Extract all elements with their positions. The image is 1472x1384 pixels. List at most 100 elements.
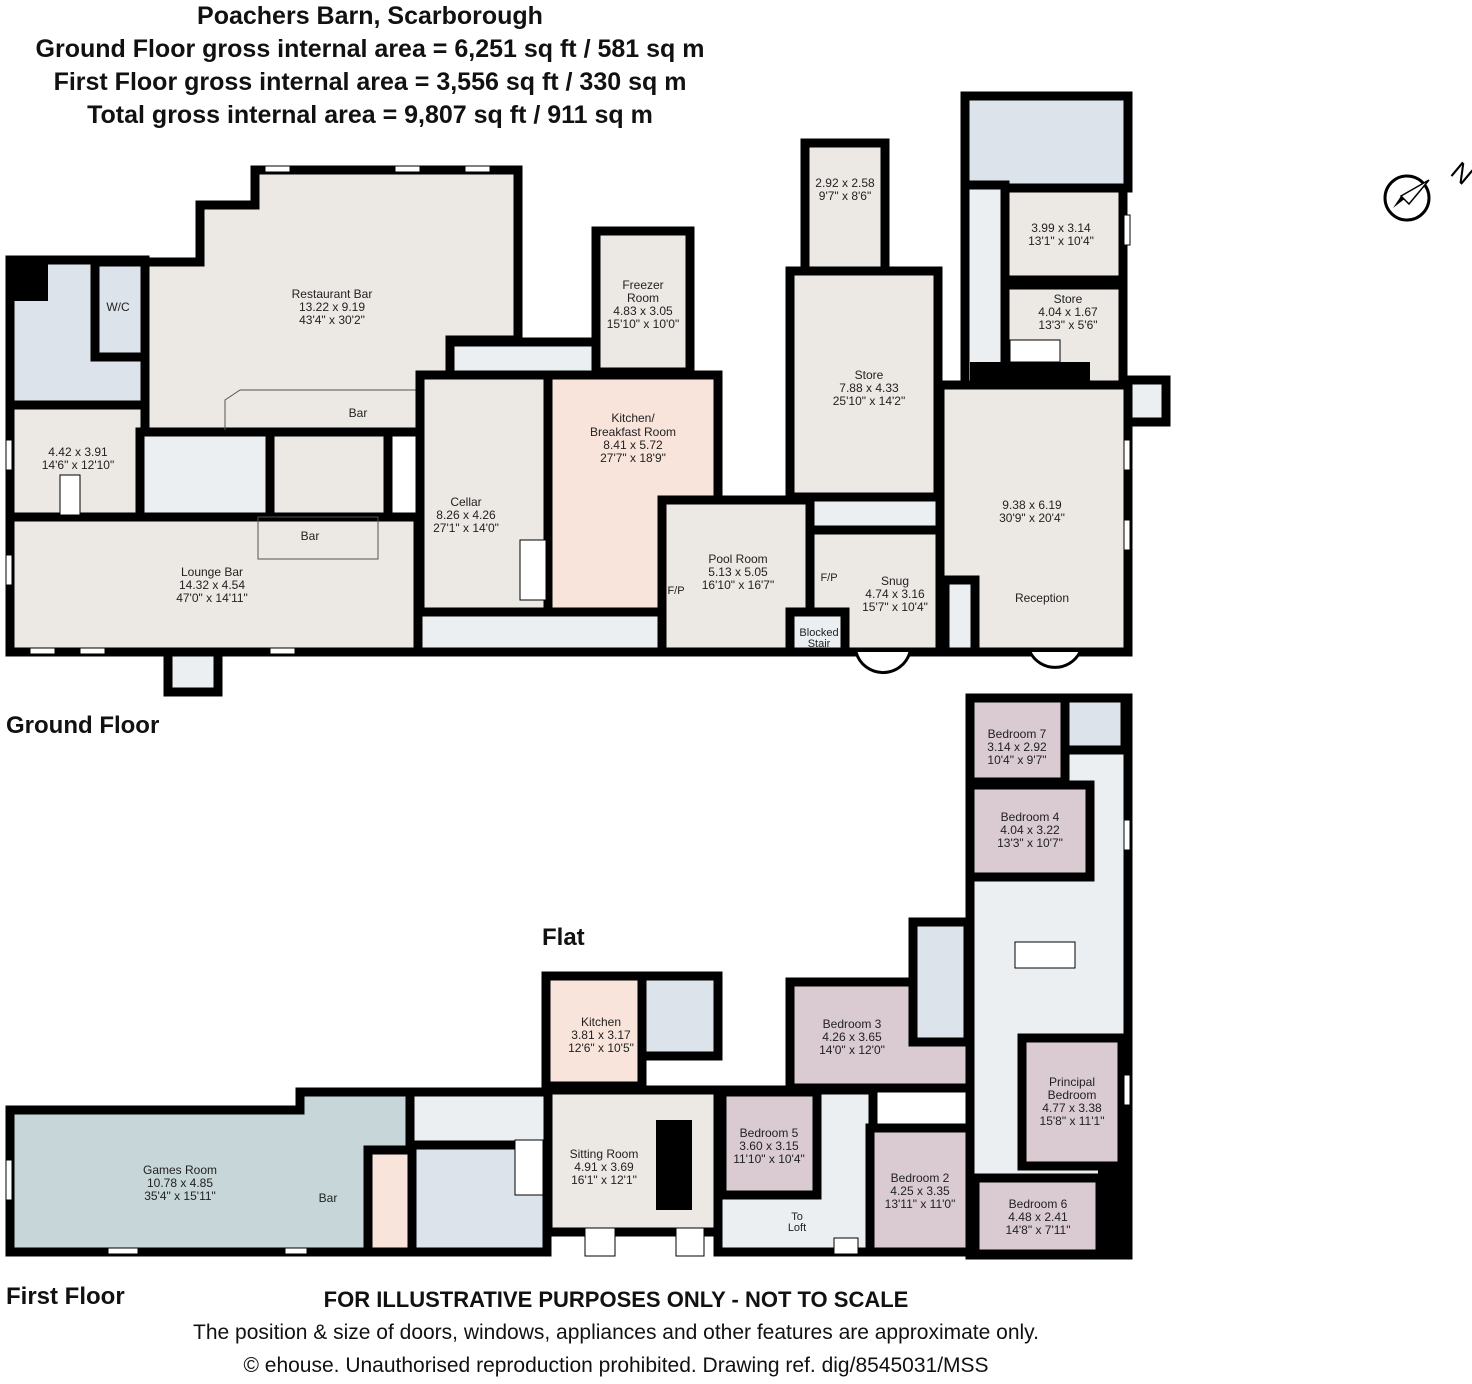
bedroom-2-metric: 4.25 x 3.35	[890, 1184, 950, 1198]
label-kitchen-2: Breakfast Room	[590, 425, 676, 439]
store-large-metric: 7.88 x 4.33	[839, 381, 899, 395]
sitting-imperial: 16'1" x 12'1"	[571, 1173, 637, 1187]
stairs	[1014, 941, 1076, 969]
label-snug: Snug	[881, 574, 909, 588]
label-kitchen: Kitchen/	[611, 411, 655, 425]
label-reception: Reception	[1015, 591, 1069, 605]
room-corridor-right	[960, 180, 1010, 390]
hall-left-imperial: 14'6" x 12'10"	[42, 458, 115, 472]
store-404-metric: 4.04 x 1.67	[1038, 305, 1098, 319]
windows	[5, 819, 1131, 1257]
room-399-metric: 3.99 x 3.14	[1031, 221, 1091, 235]
north-arrow-icon: N	[1383, 156, 1472, 222]
label-flat-kitchen: Kitchen	[581, 1015, 621, 1029]
chimney-breast	[656, 1120, 692, 1210]
label-bedroom-3: Bedroom 3	[823, 1017, 882, 1031]
label-principal-bedroom-2: Bedroom	[1048, 1088, 1097, 1102]
label-cellar: Cellar	[450, 495, 481, 509]
pool-imperial: 16'10" x 16'7"	[702, 578, 775, 592]
principal-imperial: 15'8" x 11'1"	[1040, 1114, 1105, 1128]
bedroom-6-metric: 4.48 x 2.41	[1008, 1210, 1068, 1224]
label-pool-room: Pool Room	[708, 552, 767, 566]
disclaimer: FOR ILLUSTRATIVE PURPOSES ONLY - NOT TO …	[323, 1287, 909, 1312]
bar-counter-upper	[224, 389, 420, 430]
lounge-bar-metric: 14.32 x 4.54	[179, 578, 245, 592]
label-freezer-room: Freezer	[622, 278, 663, 292]
room-flat-bathroom	[637, 971, 723, 1061]
freezer-imperial: 15'10" x 10'0"	[607, 317, 680, 331]
bay-window	[1028, 651, 1082, 669]
label-bedroom-7: Bedroom 7	[988, 727, 1047, 741]
room-bedroom-6	[970, 1173, 1105, 1259]
ground-floor-label: Ground Floor	[6, 712, 160, 739]
wall-block	[1098, 1170, 1128, 1255]
room-bar-kitchen	[363, 1145, 417, 1257]
label-fireplace: F/P	[820, 572, 837, 584]
bedroom-4-metric: 4.04 x 3.22	[1000, 823, 1060, 837]
stairs	[59, 474, 81, 516]
label-bar-first: Bar	[319, 1191, 338, 1205]
copyright-notice: © ehouse. Unauthorised reproduction proh…	[243, 1354, 989, 1377]
bay-window	[854, 651, 912, 675]
label-store: Store	[855, 368, 884, 382]
room-store-large	[785, 266, 943, 502]
room-principal-bedroom	[1017, 1033, 1127, 1171]
windows	[5, 165, 1131, 655]
bedroom-3-metric: 4.26 x 3.65	[822, 1030, 882, 1044]
stairs	[514, 1139, 544, 1196]
wall-block	[970, 362, 1090, 384]
main-room-metric: 9.38 x 6.19	[1002, 498, 1062, 512]
freezer-metric: 4.83 x 3.05	[613, 304, 673, 318]
label-blocked-stair: Blocked	[799, 627, 838, 639]
label-bar-lower: Bar	[301, 529, 320, 543]
flat-kitchen-metric: 3.81 x 3.17	[571, 1028, 631, 1042]
store-small-metric: 2.92 x 2.58	[815, 176, 875, 190]
label-wc: W/C	[106, 300, 130, 314]
room-wc	[90, 257, 150, 362]
label-bedroom-4: Bedroom 4	[1001, 810, 1060, 824]
store-large-imperial: 25'10" x 14'2"	[833, 394, 906, 408]
room-corridor-top	[445, 337, 601, 380]
pool-metric: 5.13 x 5.05	[708, 565, 768, 579]
room-399-imperial: 13'1" x 10'4"	[1028, 234, 1094, 248]
label-sitting-room: Sitting Room	[570, 1147, 639, 1161]
wall-block	[8, 256, 48, 301]
label-fireplace: F/P	[667, 585, 684, 597]
label-restaurant-bar: Restaurant Bar	[292, 287, 373, 301]
label-freezer-room-2: Room	[627, 291, 659, 305]
room-bedroom-4	[965, 780, 1095, 882]
games-metric: 10.78 x 4.85	[147, 1176, 213, 1190]
room-bedroom-2	[865, 1123, 975, 1257]
snug-imperial: 15'7" x 10'4"	[862, 600, 928, 614]
store-small-imperial: 9'7" x 8'6"	[819, 189, 871, 203]
label-bedroom-2: Bedroom 2	[891, 1171, 950, 1185]
room-shower-first	[1060, 693, 1130, 755]
bedroom-4-imperial: 13'3" x 10'7"	[997, 836, 1063, 850]
room-corridor-east	[805, 492, 950, 535]
main-room-imperial: 30'9" x 20'4"	[999, 511, 1065, 525]
cellar-metric: 8.26 x 4.26	[436, 508, 496, 522]
bedroom-5-metric: 3.60 x 3.15	[739, 1139, 799, 1153]
flat-kitchen-imperial: 12'6" x 10'5"	[568, 1041, 634, 1055]
room-bathroom-first	[908, 917, 973, 1047]
bedroom-5-imperial: 11'10" x 10'4"	[733, 1152, 805, 1166]
label-to-loft: To	[791, 1211, 803, 1223]
room-bedroom-5	[717, 1087, 822, 1200]
approximation-note: The position & size of doors, windows, a…	[193, 1321, 1039, 1344]
snug-metric: 4.74 x 3.16	[865, 587, 925, 601]
north-label: N	[1445, 156, 1472, 191]
flat-label: Flat	[542, 924, 585, 951]
label-lounge-bar: Lounge Bar	[181, 565, 243, 579]
hall-left-metric: 4.42 x 3.91	[48, 445, 108, 459]
stairs	[519, 539, 547, 601]
kitchen-metric: 8.41 x 5.72	[603, 438, 663, 452]
label-bedroom-6: Bedroom 6	[1009, 1197, 1068, 1211]
label-principal-bedroom: Principal	[1049, 1075, 1095, 1089]
room-porch	[1123, 375, 1171, 427]
entrance-porch	[163, 647, 223, 697]
bedroom-2-imperial: 13'11" x 11'0"	[885, 1197, 956, 1211]
sitting-metric: 4.91 x 3.69	[574, 1160, 634, 1174]
cellar-imperial: 27'1" x 14'0"	[433, 521, 499, 535]
first-floor-label: First Floor	[6, 1283, 125, 1310]
restaurant-bar-imperial: 43'4" x 30'2"	[299, 313, 365, 327]
